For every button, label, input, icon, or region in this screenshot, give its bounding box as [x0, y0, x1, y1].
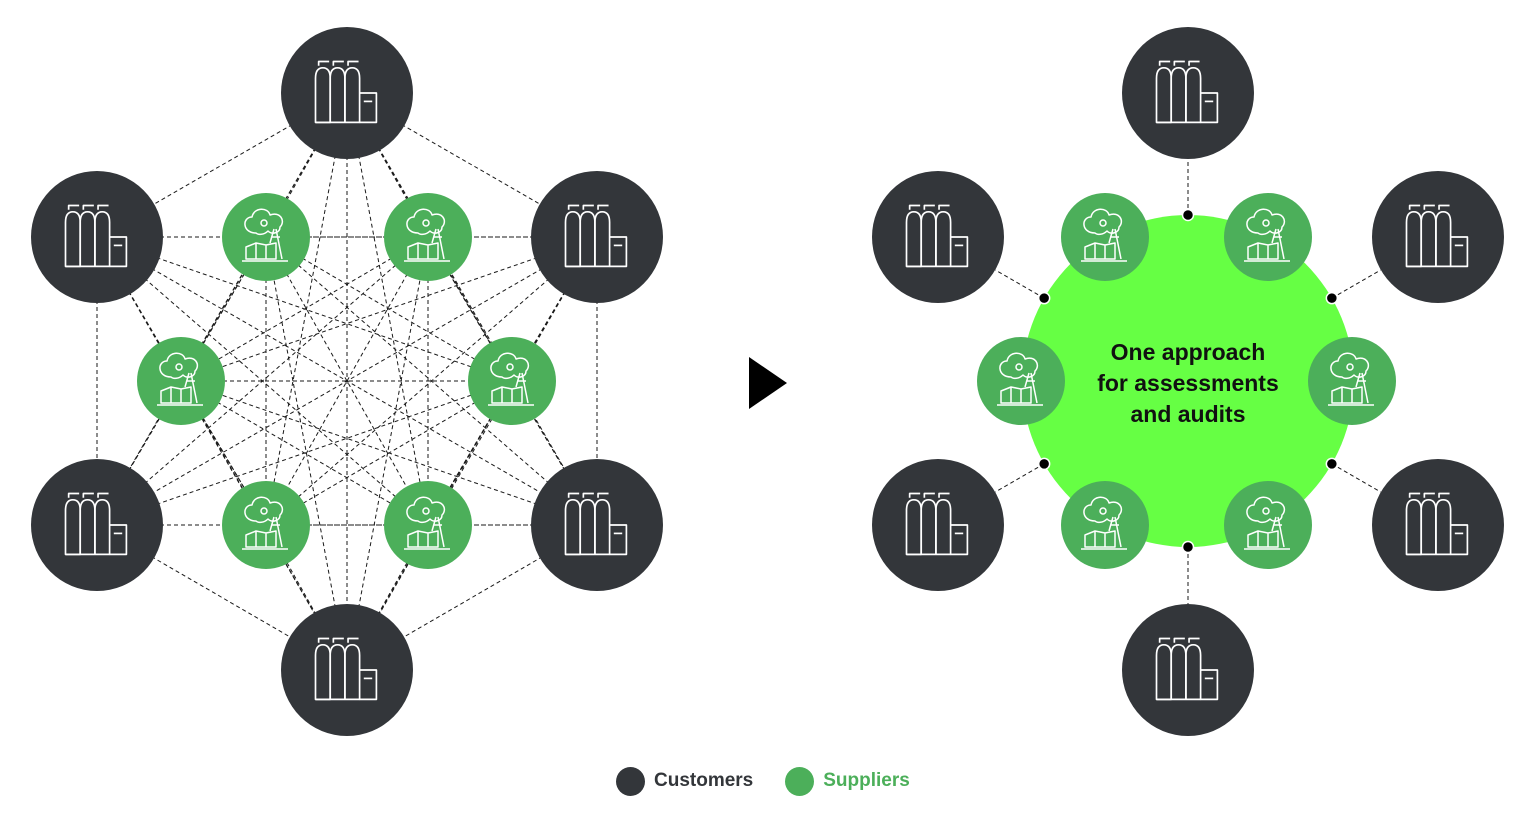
customer-node	[1372, 459, 1504, 591]
mesh-connection	[346, 236, 598, 671]
hub-label-line: and audits	[1130, 401, 1245, 427]
supplier-circle	[222, 481, 310, 569]
supplier-node	[1061, 481, 1149, 569]
legend-supplier-swatch	[785, 766, 815, 796]
customer-circle	[1372, 171, 1504, 303]
central-hub	[1022, 215, 1354, 547]
legend-item-customers: Customers	[616, 766, 754, 796]
mesh-connection	[180, 380, 429, 526]
mesh-connection	[180, 236, 429, 382]
legend-label-suppliers: Suppliers	[823, 770, 910, 791]
hub-connection	[994, 463, 1045, 493]
customer-circle	[281, 27, 413, 159]
customer-circle	[31, 171, 163, 303]
mesh-connection	[96, 236, 598, 526]
hub-label: One approach for assessments and audits	[1097, 339, 1279, 427]
supplier-circle	[1061, 193, 1149, 281]
customer-node	[1122, 27, 1254, 159]
customer-circle	[1372, 459, 1504, 591]
hub-connection-dot	[1181, 540, 1195, 554]
mesh-connection	[265, 236, 429, 526]
supplier-node	[468, 337, 556, 425]
supplier-node	[384, 193, 472, 281]
supplier-node	[1308, 337, 1396, 425]
customer-circle	[872, 171, 1004, 303]
legend-label-customers: Customers	[654, 770, 754, 791]
hub-label-line: One approach	[1111, 339, 1266, 365]
hub-connection-dot	[1181, 208, 1195, 222]
hub-connection-dot	[1325, 291, 1339, 305]
legend: Customers Suppliers	[616, 764, 942, 798]
hub-connection	[994, 269, 1045, 299]
hub-connection-dot	[1325, 457, 1339, 471]
mesh-connection	[346, 92, 429, 526]
customer-circle	[1122, 27, 1254, 159]
customer-circle	[531, 459, 663, 591]
mesh-connection	[265, 236, 429, 526]
supplier-circle	[384, 193, 472, 281]
mesh-connection	[96, 236, 348, 671]
supplier-node	[1061, 193, 1149, 281]
customer-node	[872, 459, 1004, 591]
mesh-connection	[265, 380, 513, 526]
customer-node	[31, 171, 163, 303]
customer-node	[872, 171, 1004, 303]
supplier-circle	[384, 481, 472, 569]
supplier-circle	[1224, 193, 1312, 281]
mesh-connection	[96, 92, 348, 526]
customer-circle	[872, 459, 1004, 591]
customer-node	[31, 459, 163, 591]
customer-node	[1372, 171, 1504, 303]
legend-item-suppliers: Suppliers	[785, 766, 910, 796]
supplier-node	[1224, 481, 1312, 569]
hub-connection-dot	[1037, 291, 1051, 305]
mesh-connection	[96, 236, 429, 526]
supplier-circle	[977, 337, 1065, 425]
supplier-node	[977, 337, 1065, 425]
customer-circle	[31, 459, 163, 591]
hub-connection	[1331, 463, 1382, 493]
mesh-connection	[346, 92, 513, 382]
mesh-connection	[265, 236, 513, 382]
legend-customer-swatch	[616, 766, 645, 796]
mesh-connection	[265, 236, 598, 526]
supplier-node	[137, 337, 225, 425]
customer-node	[531, 171, 663, 303]
supplier-node	[1224, 193, 1312, 281]
supplier-node	[222, 193, 310, 281]
arrow-right-icon	[749, 357, 787, 409]
hub-label-line: for assessments	[1097, 370, 1279, 396]
customer-node	[281, 604, 413, 736]
supplier-circle	[468, 337, 556, 425]
customer-circle	[1122, 604, 1254, 736]
hub-connection	[1331, 269, 1382, 299]
customer-circle	[281, 604, 413, 736]
hub-connection-dot	[1037, 457, 1051, 471]
mesh-connection	[265, 92, 348, 526]
customer-node	[531, 459, 663, 591]
mesh-connection	[346, 92, 598, 526]
customer-circle	[531, 171, 663, 303]
supplier-circle	[137, 337, 225, 425]
supplier-circle	[1061, 481, 1149, 569]
supplier-circle	[222, 193, 310, 281]
supplier-node	[384, 481, 472, 569]
supplier-circle	[1224, 481, 1312, 569]
customer-node	[1122, 604, 1254, 736]
supplier-node	[222, 481, 310, 569]
customer-node	[281, 27, 413, 159]
supplier-circle	[1308, 337, 1396, 425]
